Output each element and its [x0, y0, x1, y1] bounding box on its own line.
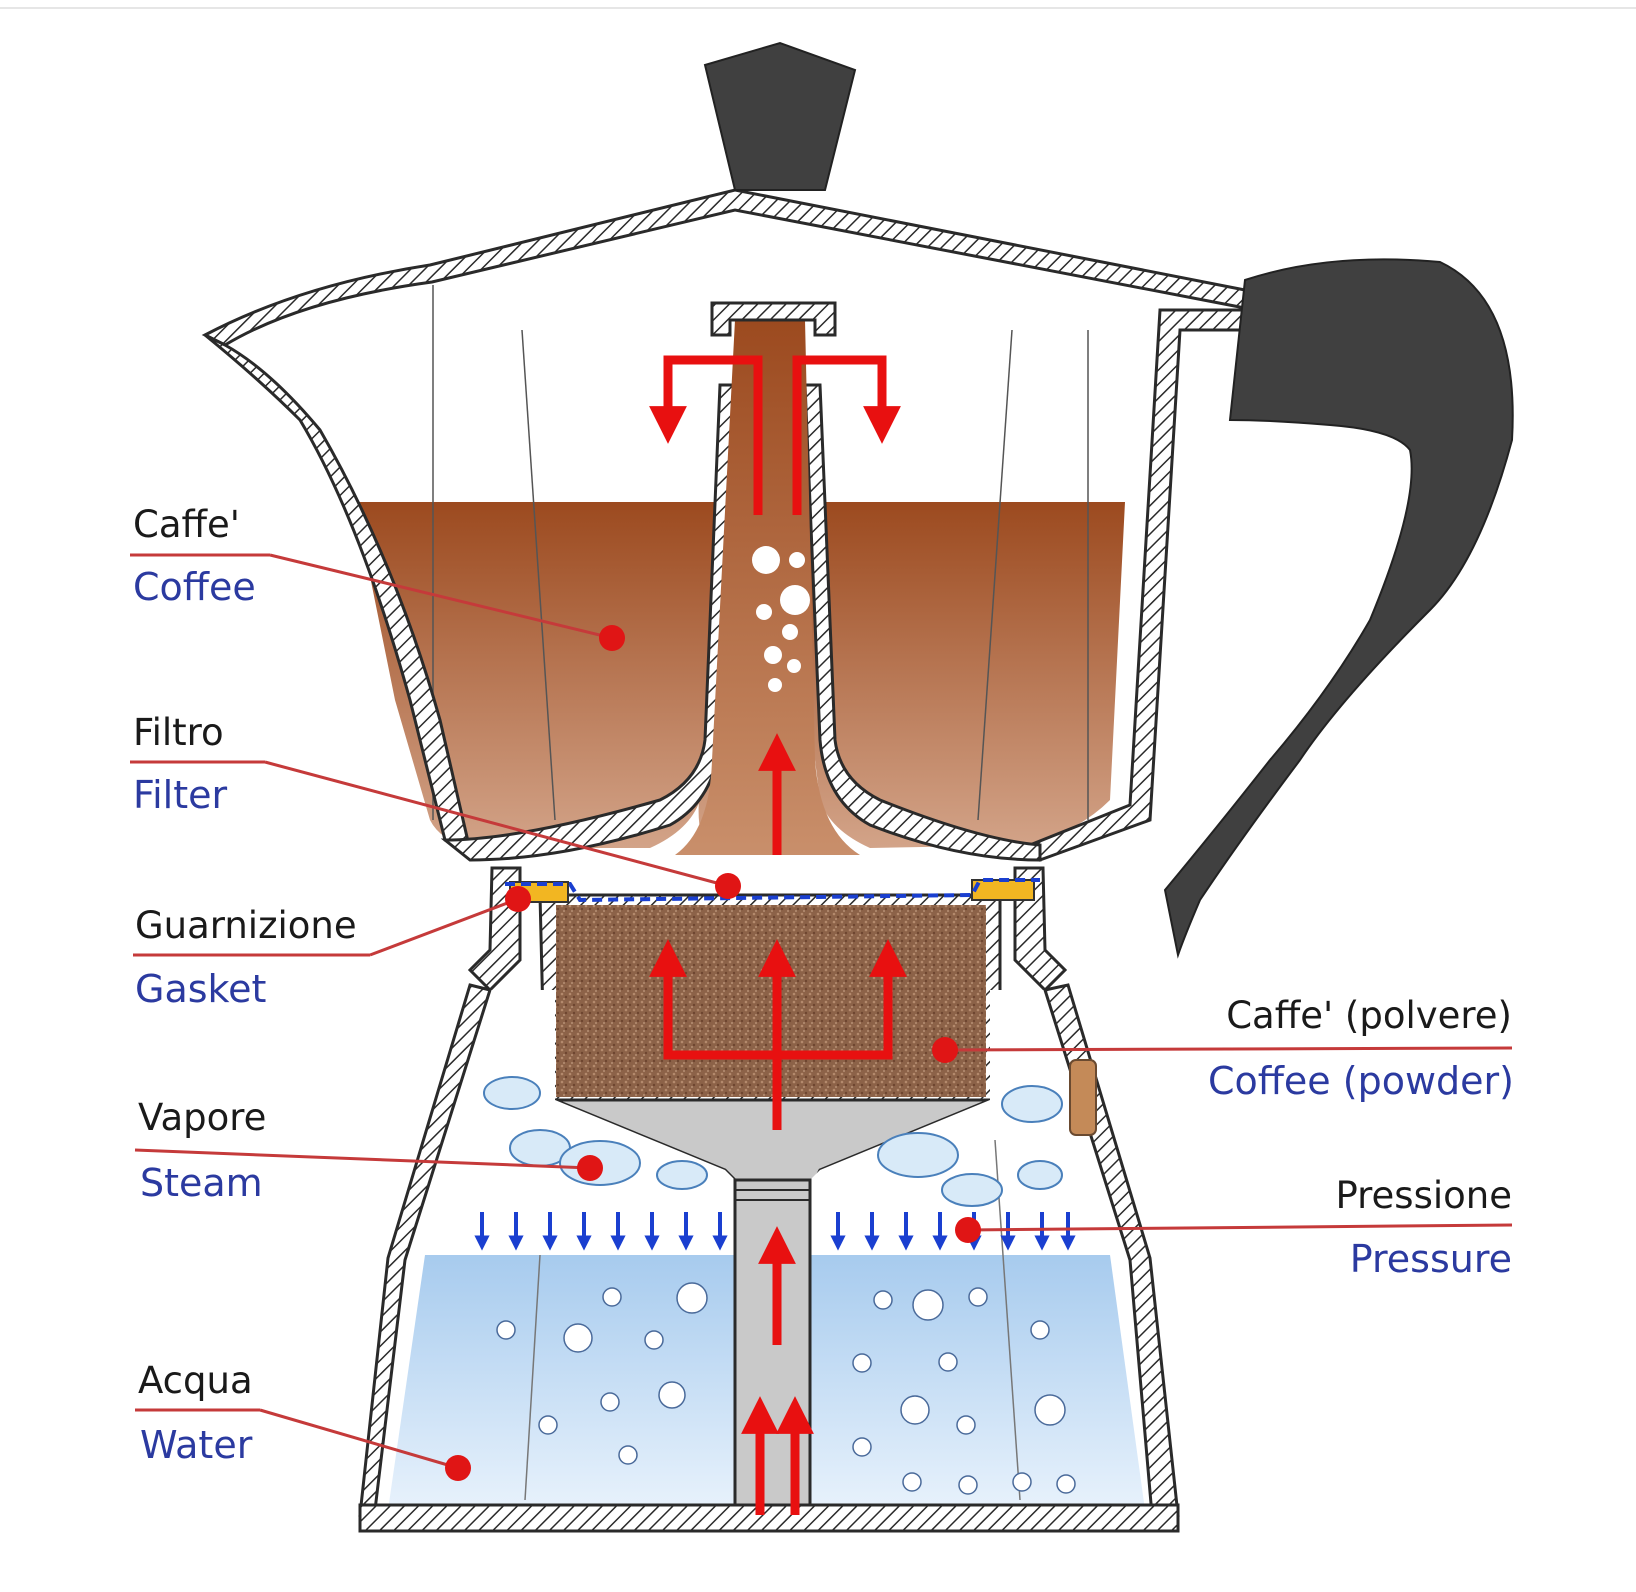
label-steam: Vapore Steam	[134, 1096, 603, 1205]
label-pressure-italian: Pressione	[1335, 1174, 1512, 1217]
water-bubble	[658, 1381, 686, 1409]
water-bubble	[956, 1415, 976, 1435]
water-bubble	[602, 1287, 622, 1307]
pressure-arrows	[474, 1212, 1076, 1251]
lower-chamber	[358, 983, 1180, 1533]
water-bubble	[644, 1330, 664, 1350]
coffee-bubble	[756, 604, 772, 620]
label-powder-english: Coffee (powder)	[1208, 1059, 1514, 1103]
upper-chamber	[201, 188, 1247, 862]
coffee-bubble	[764, 646, 782, 664]
label-gasket-english: Gasket	[135, 967, 266, 1011]
water-bubble	[1012, 1472, 1032, 1492]
filter-plate	[505, 878, 1040, 903]
arrow-icon	[649, 355, 907, 1515]
water-bubble	[618, 1445, 638, 1465]
label-filter-english: Filter	[133, 773, 227, 817]
water-bubble	[676, 1282, 708, 1314]
label-coffee-english: Coffee	[133, 565, 256, 609]
water-bubble	[1056, 1474, 1076, 1494]
water-bubble	[1034, 1394, 1066, 1426]
water-bubble	[563, 1323, 593, 1353]
coffee-bubble-icon	[752, 546, 810, 692]
label-steam-italian: Vapore	[138, 1096, 266, 1139]
label-pressure-english: Pressure	[1350, 1237, 1512, 1281]
water-bubble	[958, 1475, 978, 1495]
coffee-bubble	[787, 659, 801, 673]
coffee-bubble	[780, 585, 810, 615]
water-bubble	[900, 1395, 930, 1425]
coffee-bubble	[768, 678, 782, 692]
water-bubble	[912, 1289, 944, 1321]
coffee-bubble	[789, 552, 805, 568]
water-bubble	[968, 1287, 988, 1307]
water-bubble	[902, 1472, 922, 1492]
water-bubble	[1030, 1320, 1050, 1340]
coffee-grounds	[556, 905, 986, 1097]
coffee-bubble	[752, 546, 780, 574]
label-water-italian: Acqua	[138, 1359, 253, 1402]
label-water: Acqua Water	[135, 1359, 471, 1481]
water-bubble	[873, 1290, 893, 1310]
gasket-right	[971, 879, 1035, 901]
column-cap	[710, 301, 837, 337]
label-powder: Caffe' (polvere) Coffee (powder)	[932, 994, 1514, 1103]
label-steam-english: Steam	[140, 1161, 263, 1205]
water-bubble	[600, 1392, 620, 1412]
label-gasket: Guarnizione Gasket	[133, 886, 531, 1011]
water-bubble	[538, 1415, 558, 1435]
water-bubble	[496, 1320, 516, 1340]
label-powder-italian: Caffe' (polvere)	[1226, 994, 1512, 1037]
water-bubble	[938, 1352, 958, 1372]
label-coffee-italian: Caffe'	[133, 503, 240, 546]
bubble-icon	[496, 1282, 1076, 1495]
label-water-english: Water	[140, 1423, 253, 1467]
water-bubble	[852, 1437, 872, 1457]
handle-icon	[1163, 258, 1514, 959]
water-bubble	[852, 1353, 872, 1373]
label-coffee: Caffe' Coffee	[130, 503, 625, 651]
label-pressure: Pressione Pressure	[955, 1174, 1513, 1281]
label-gasket-italian: Guarnizione	[135, 904, 357, 947]
coffee-bubble	[782, 624, 798, 640]
label-filter-italian: Filtro	[133, 711, 224, 754]
knob-icon	[703, 41, 857, 191]
label-filter: Filtro Filter	[130, 711, 741, 899]
